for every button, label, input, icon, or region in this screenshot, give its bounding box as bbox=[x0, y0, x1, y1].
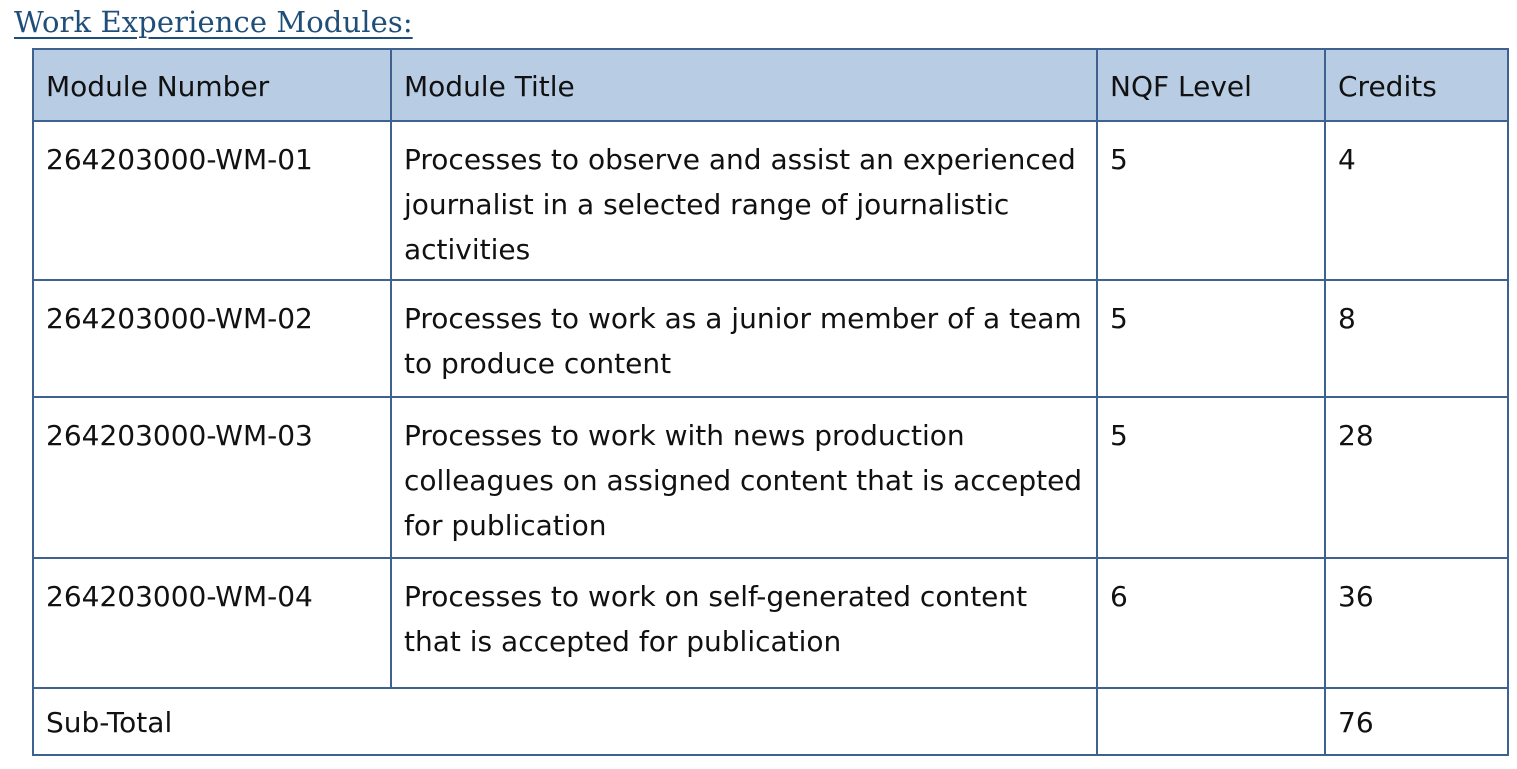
nqf-level-cell: 5 bbox=[1096, 279, 1326, 398]
module-number-cell: 264203000-WM-02 bbox=[32, 279, 392, 398]
module-number-cell: 264203000-WM-01 bbox=[32, 120, 392, 281]
table-row: 264203000-WM-03 Processes to work with n… bbox=[32, 396, 1509, 559]
table-row: 264203000-WM-02 Processes to work as a j… bbox=[32, 279, 1509, 398]
nqf-level-cell: 6 bbox=[1096, 557, 1326, 689]
subtotal-label: Sub-Total bbox=[32, 687, 1098, 756]
work-experience-modules-table: Module Number Module Title NQF Level Cre… bbox=[32, 48, 1509, 756]
module-title-cell: Processes to work on self-generated cont… bbox=[390, 557, 1098, 689]
column-header-nqf-level: NQF Level bbox=[1096, 48, 1326, 122]
table-row: 264203000-WM-04 Processes to work on sel… bbox=[32, 557, 1509, 689]
module-title-cell: Processes to work as a junior member of … bbox=[390, 279, 1098, 398]
module-title-cell: Processes to work with news production c… bbox=[390, 396, 1098, 559]
subtotal-nqf-level-empty bbox=[1096, 687, 1326, 756]
subtotal-credits: 76 bbox=[1324, 687, 1509, 756]
credits-cell: 36 bbox=[1324, 557, 1509, 689]
section-heading: Work Experience Modules: bbox=[14, 5, 413, 39]
column-header-credits: Credits bbox=[1324, 48, 1509, 122]
module-number-cell: 264203000-WM-04 bbox=[32, 557, 392, 689]
subtotal-row: Sub-Total 76 bbox=[32, 687, 1509, 756]
credits-cell: 4 bbox=[1324, 120, 1509, 281]
table-header-row: Module Number Module Title NQF Level Cre… bbox=[32, 48, 1509, 122]
module-title-cell: Processes to observe and assist an exper… bbox=[390, 120, 1098, 281]
nqf-level-cell: 5 bbox=[1096, 120, 1326, 281]
credits-cell: 28 bbox=[1324, 396, 1509, 559]
column-header-module-title: Module Title bbox=[390, 48, 1098, 122]
table-row: 264203000-WM-01 Processes to observe and… bbox=[32, 120, 1509, 281]
credits-cell: 8 bbox=[1324, 279, 1509, 398]
nqf-level-cell: 5 bbox=[1096, 396, 1326, 559]
column-header-module-number: Module Number bbox=[32, 48, 392, 122]
module-number-cell: 264203000-WM-03 bbox=[32, 396, 392, 559]
